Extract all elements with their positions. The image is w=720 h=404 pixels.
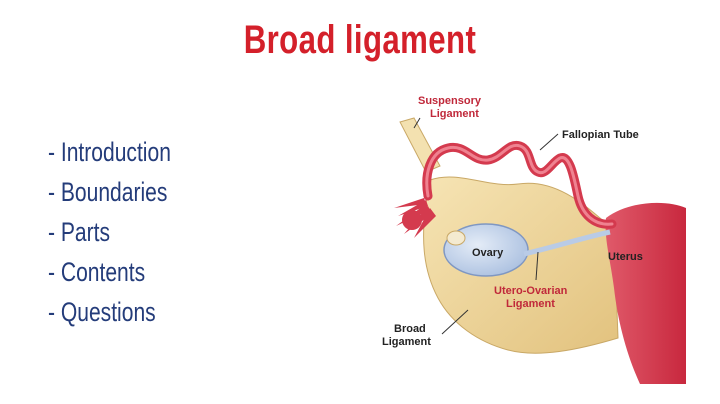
fimbriae-shape: [394, 198, 436, 238]
label-suspensory-ligament-2: Ligament: [430, 108, 479, 120]
topic-questions: - Questions: [48, 297, 156, 327]
broad-ligament-diagram: Suspensory Ligament Fallopian Tube Ovary…: [382, 95, 686, 384]
utero-ovarian-ligament-shape: [523, 229, 611, 257]
label-utero-ovarian-ligament-1: Utero-Ovarian: [494, 285, 568, 297]
topic-contents: - Contents: [48, 257, 146, 287]
topic-boundaries: - Boundaries: [48, 177, 168, 207]
label-ovary: Ovary: [472, 247, 504, 259]
label-utero-ovarian-ligament-2: Ligament: [506, 298, 555, 310]
label-fallopian-tube: Fallopian Tube: [562, 129, 639, 141]
label-suspensory-ligament-1: Suspensory: [418, 95, 482, 107]
label-broad-ligament-1: Broad: [394, 323, 426, 335]
uterus-shape: [605, 202, 686, 384]
label-uterus: Uterus: [608, 251, 643, 263]
topic-parts: - Parts: [48, 217, 111, 247]
slide-title: Broad ligament: [243, 18, 477, 62]
label-broad-ligament-2: Ligament: [382, 336, 431, 348]
topic-list: - Introduction - Boundaries - Parts - Co…: [48, 132, 206, 332]
topic-introduction: - Introduction: [48, 137, 171, 167]
